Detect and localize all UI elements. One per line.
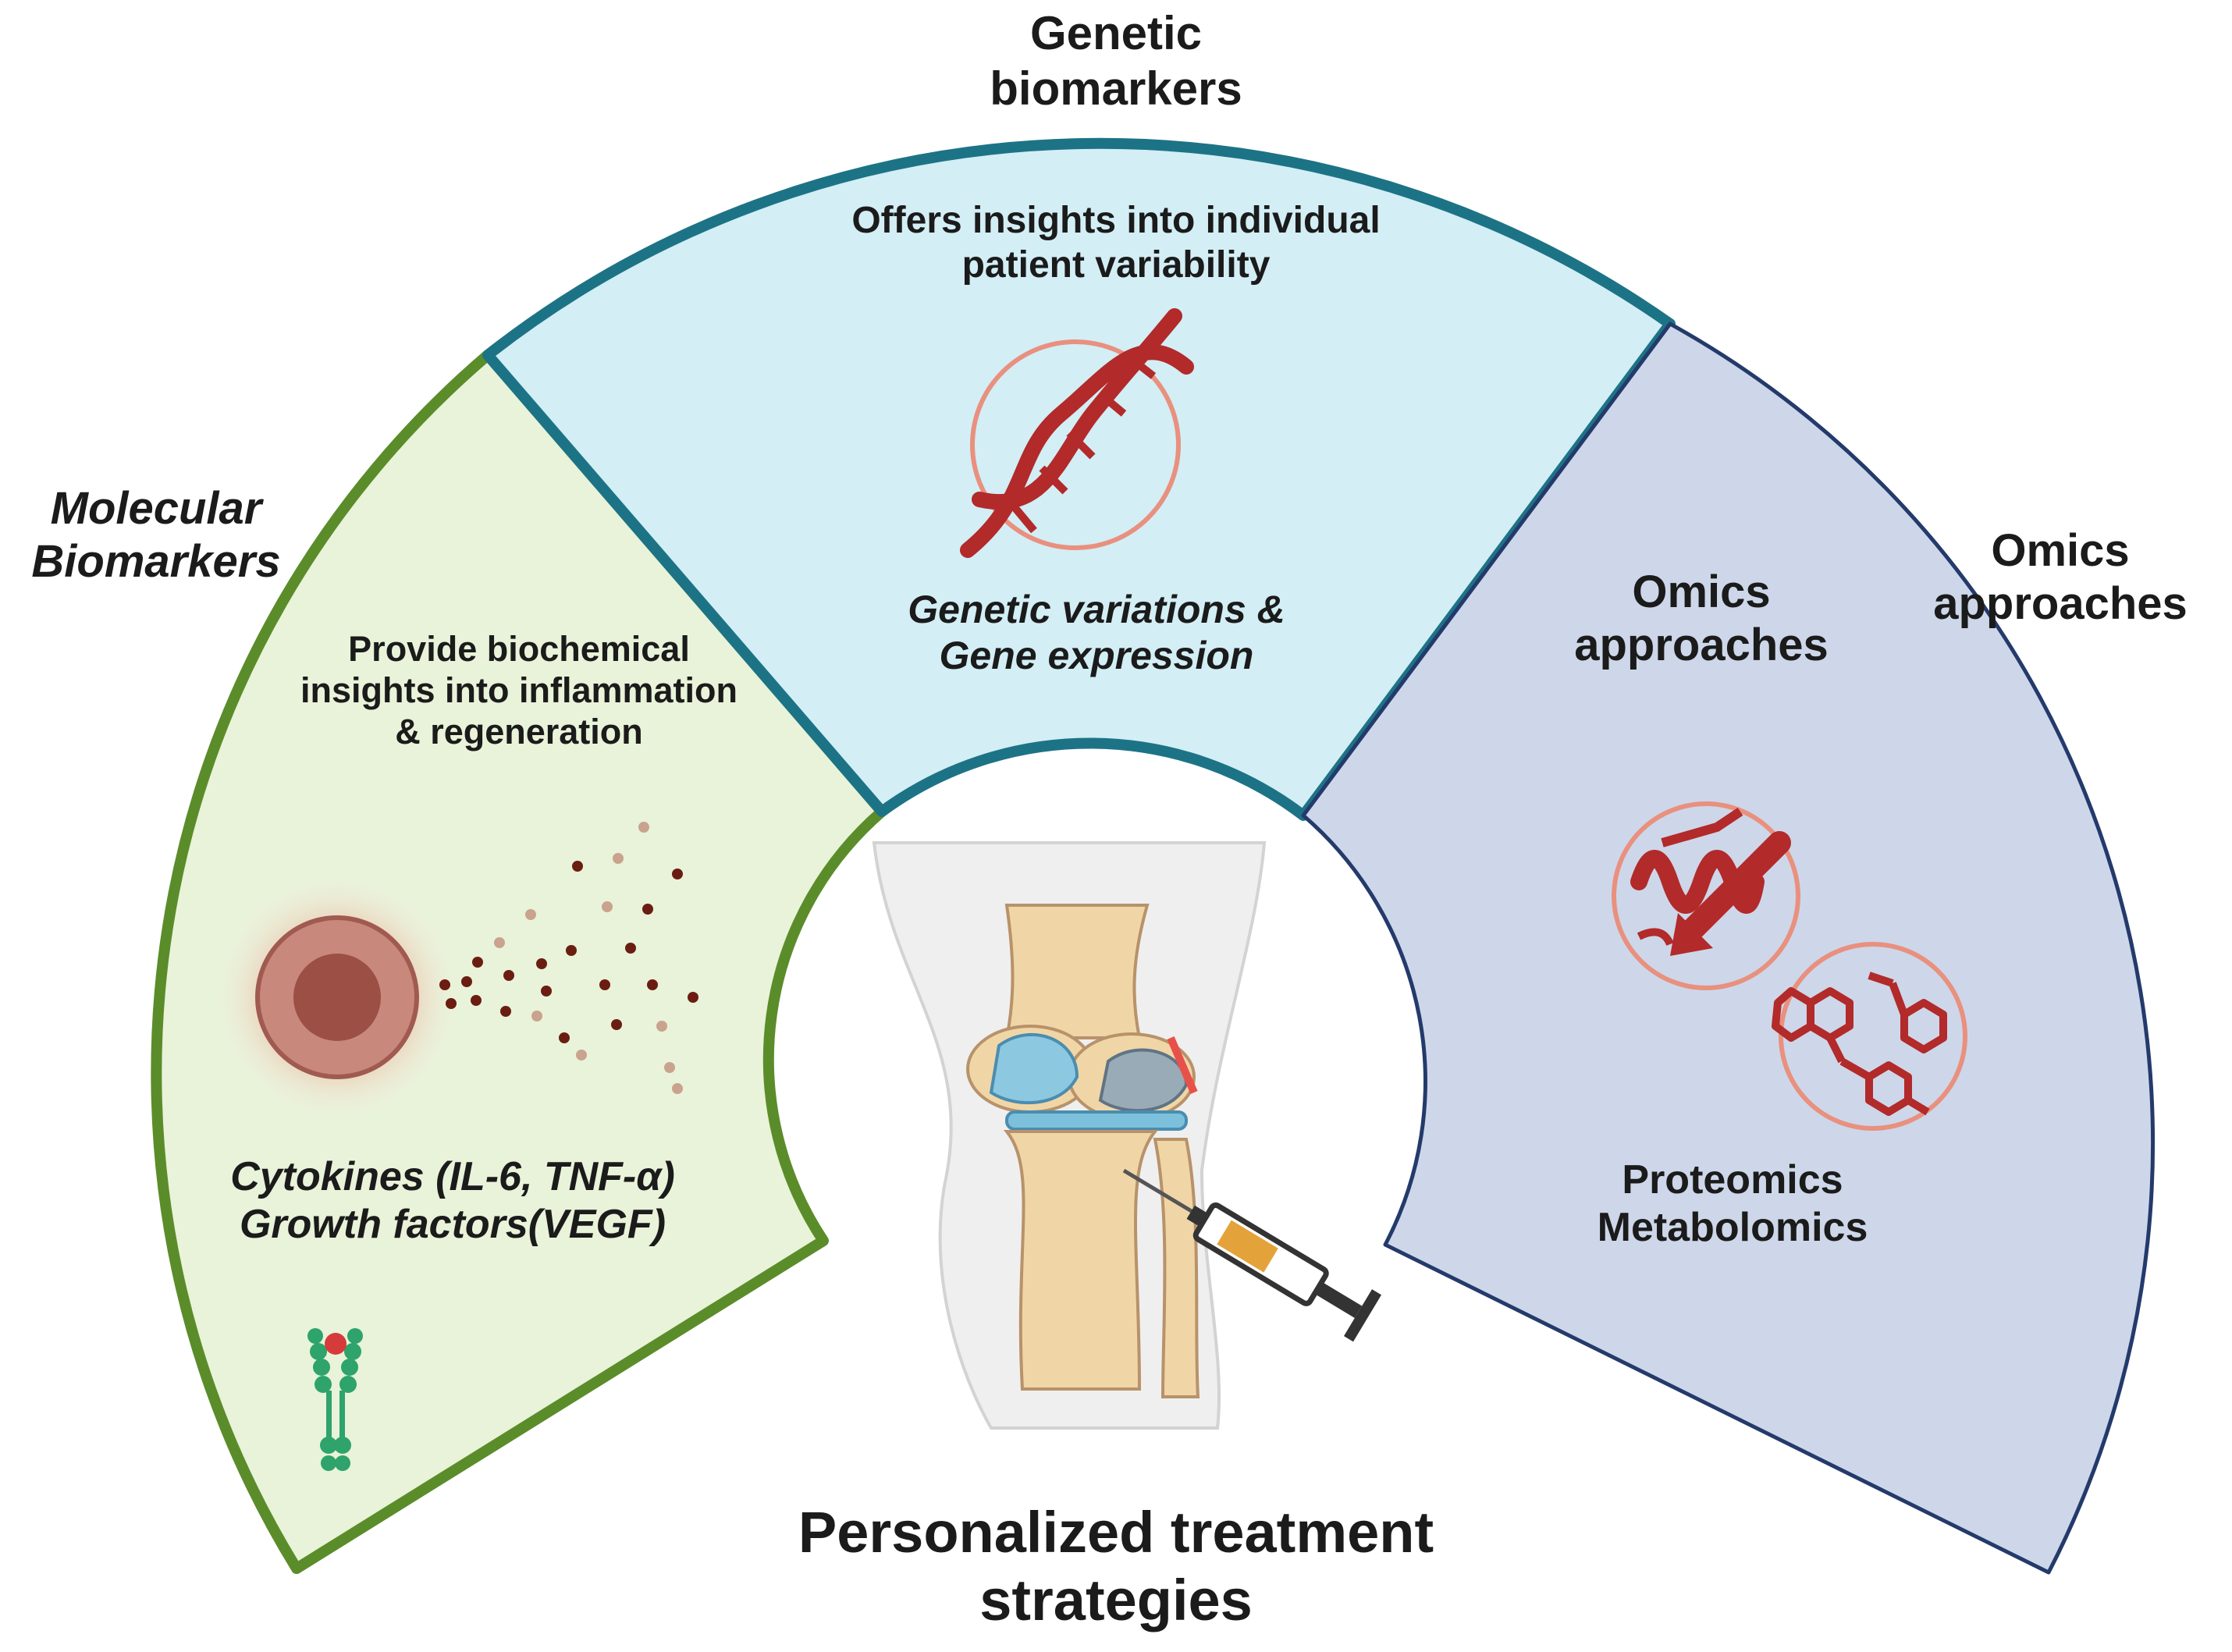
omics-examples: Proteomics Metabolomics	[1597, 1157, 1868, 1251]
metabolite-molecule-icon	[1772, 942, 1967, 1131]
omics-inner-heading: Omics approaches	[1574, 567, 1829, 671]
molecular-examples: Cytokines (IL-6, TNF-α) Growth factors(V…	[230, 1154, 675, 1248]
secreting-cell-icon	[208, 822, 698, 1126]
secreted-cytokine-dots	[439, 822, 698, 1094]
genetic-description: Offers insights into individual patient …	[851, 200, 1381, 286]
molecular-heading: Molecular Biomarkers	[31, 483, 281, 588]
molecular-description: Provide biochemical insights into inflam…	[300, 629, 737, 752]
protein-structure-icon	[1612, 801, 1800, 990]
dna-helix-icon	[960, 308, 1194, 558]
genetic-examples: Genetic variations & Gene expression	[908, 588, 1285, 677]
omics-sector	[1301, 322, 2156, 1575]
knee-injection-icon	[872, 841, 1382, 1430]
genetic-heading: Genetic biomarkers	[990, 7, 1242, 115]
receptor-antibody-icon	[307, 1328, 363, 1471]
center-title: Personalized treatment strategies	[798, 1500, 1434, 1633]
syringe-icon	[1122, 1168, 1382, 1342]
molecular-sector	[151, 350, 887, 1574]
genetic-sector	[482, 137, 1676, 821]
omics-heading: Omics approaches	[1933, 525, 2188, 630]
